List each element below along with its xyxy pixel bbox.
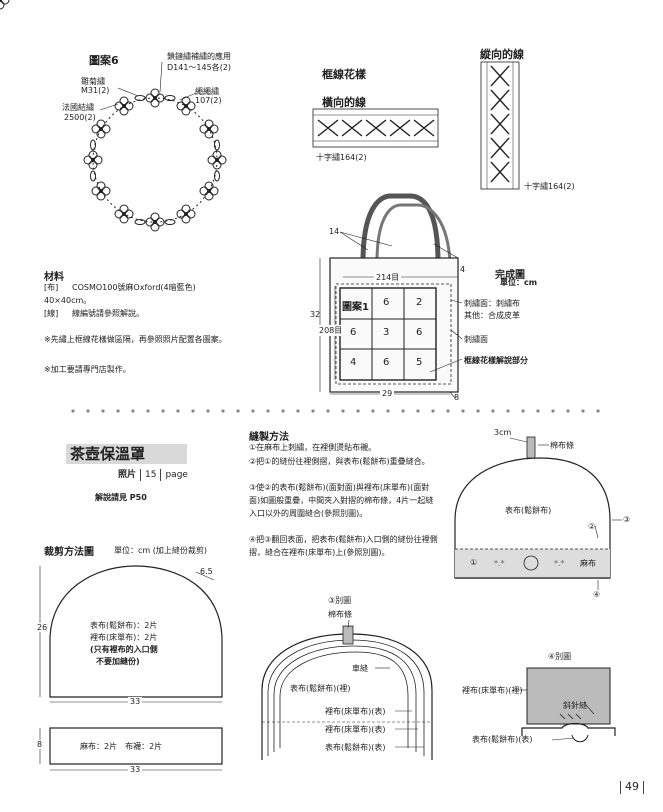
bag-grid-cell: 6: [350, 327, 357, 338]
dim-32: 32: [310, 310, 321, 319]
chain-stitch-label: 鎖鏈繡補繡的應用: [167, 52, 231, 61]
tote-bag-diagram: [319, 193, 463, 399]
daisy-stitch-sub: M31(2): [81, 86, 110, 95]
cutting-unit: 單位：cm (加上縫份裁剪): [114, 546, 207, 555]
cut-note-2: 不要加縫份): [96, 657, 140, 666]
bag-grid-cell: 6: [383, 297, 390, 308]
cozy-circle-1: ①: [470, 558, 478, 567]
cutting-title: 裁剪方法圖: [44, 547, 94, 558]
cozy-stars-right: *.*: [554, 559, 565, 568]
wreath-pattern-6: [0, 0, 227, 232]
pattern6-title: 圖案6: [89, 54, 119, 67]
label-frame-part: 框線花樣解說部分: [464, 356, 528, 365]
bag-grid-cell: 2: [416, 297, 423, 308]
fig3-outer-back: 表布(鬆餅布)(裡): [290, 684, 351, 693]
french-knot-label: 法國結繡: [62, 103, 94, 112]
note-1: ※先繡上框線花樣做區隔，再參照照片配置各圖案。: [44, 335, 227, 344]
cozy-tab-label: 棉布條: [550, 441, 574, 450]
label-face: 刺繡面: [464, 335, 488, 344]
cozy-linen-label: 麻布: [580, 559, 596, 568]
teapot-title: 茶壺保溫罩: [66, 444, 187, 464]
photo-num: 15: [145, 470, 157, 480]
bag-pattern1: 圖案1: [342, 302, 369, 313]
dim-handle-14: 14: [329, 227, 340, 236]
sewing-step-1: ①在麻布上刺繡，在裡側燙貼布襯。: [249, 443, 377, 452]
dim-6-5: 6.5: [200, 567, 213, 576]
cut-note-1: (只有裡布的入口側: [90, 645, 158, 654]
daisy-stitch-label: 雛菊繡: [81, 77, 105, 86]
finished-title: 完成圖: [495, 270, 525, 281]
rope-stitch-sub: 107(2): [195, 96, 222, 105]
dotted-separator: [71, 409, 600, 413]
horizontal-line-title: 橫向的線: [322, 96, 366, 109]
photo-label: 照片: [118, 470, 137, 480]
finished-unit: 單位：cm: [500, 278, 538, 287]
bag-grid-cell: 3: [383, 327, 390, 338]
cozy-stars-left: *.*: [494, 559, 505, 568]
cozy-circle-2: ②: [588, 522, 596, 531]
photo-ref: 照片 15 page: [118, 467, 188, 481]
dim-208: 208目: [319, 325, 343, 336]
thread-spec: 線編號請參照解說。: [72, 309, 144, 318]
french-knot-sub: 2500(2): [64, 113, 96, 122]
cut-lining: 裡布(床單布)：2片: [90, 633, 158, 642]
dim-3cm: 3cm: [494, 428, 512, 437]
horizontal-frame-border: [312, 108, 439, 148]
rope-stitch-label: 繩繩繡: [195, 87, 219, 96]
fig4-lining: 裡布(床單布)(裡): [462, 686, 523, 695]
dim-33-b: 33: [128, 765, 143, 774]
fabric-spec: COSMO100號麻Oxford(4暗藍色): [72, 283, 196, 292]
note-2: ※加工要請專門店製作。: [44, 365, 131, 374]
dim-214: 214目: [374, 272, 402, 283]
sewing-step-2: ②把①的縫份往裡側摺，與表布(鬆餅布)重疊縫合。: [249, 457, 430, 466]
thread-tag: [線]: [44, 309, 59, 318]
fig3-lining-2: 裡布(床單布)(表): [325, 725, 386, 734]
fig3-seam: 車縫: [352, 664, 368, 673]
dim-29: 29: [380, 389, 395, 398]
cross-stitch-h: 十字繡164(2): [316, 153, 367, 162]
fabric-size: 40×40cm。: [44, 296, 92, 305]
fig3-lining-1: 裡布(床單布)(表): [325, 707, 386, 716]
finished-tea-cozy: [454, 436, 622, 590]
sewing-step-3: ③使②的表布(鬆餅布)(面對面)與裡布(床單布)(面對面)如圖般重疊，中間夾入對…: [249, 483, 434, 518]
figure-3-layered-pieces: [261, 619, 433, 760]
cross-stitch-v: 十字繡164(2): [524, 182, 575, 191]
page-number-value: 49: [625, 780, 639, 793]
chain-stitch-sub: D141～145各(2): [167, 63, 232, 72]
vertical-line-title: 縱向的線: [480, 48, 524, 61]
cozy-outer-label: 表布(鬆餅布): [505, 506, 552, 515]
bag-grid-cell: 5: [416, 357, 423, 368]
bag-grid-cell: 6: [416, 327, 423, 338]
frame-pattern-title: 框線花樣: [322, 68, 366, 81]
cozy-circle-4: ④: [593, 590, 601, 599]
linen-count: 麻布：2片 布襪：2片: [80, 742, 163, 751]
cozy-circle-3: ③: [623, 515, 631, 524]
fig3-tab: 棉布條: [328, 610, 352, 619]
sewing-title: 縫製方法: [249, 432, 289, 443]
dim-26: 26: [37, 623, 48, 632]
materials-title: 材料: [44, 272, 64, 283]
dim-8-strip: 8: [37, 740, 43, 749]
dim-4: 4: [460, 265, 466, 274]
page-number: 49: [616, 780, 648, 794]
fig3-title: ③別圖: [328, 596, 352, 605]
fig4-outer: 表布(鬆餅布)(表): [472, 735, 533, 744]
label-embroidery-face: 刺繡面：刺繡布: [464, 299, 520, 308]
fig3-outer-front: 表布(鬆餅布)(表): [325, 743, 386, 752]
fig4-title: ④別圖: [548, 652, 572, 661]
dim-33-a: 33: [128, 697, 143, 706]
figure-4-slip-stitch: [514, 667, 616, 743]
explain-ref: 解說請見 P50: [95, 493, 147, 502]
fig4-slip-stitch: 斜針縫: [563, 701, 587, 710]
dim-8: 8: [454, 393, 460, 402]
cut-outer: 表布(鬆餅布)：2片: [90, 621, 158, 630]
label-other: 其他：合成皮革: [464, 311, 520, 320]
vertical-frame-border: [480, 61, 520, 190]
sewing-step-4: ④把③翻回表面，把表布(鬆餅布)入口側的縫份往裡側摺，縫合在裡布(床單布)上(參…: [249, 535, 438, 557]
page-label: page: [165, 470, 188, 480]
bag-grid-cell: 4: [350, 357, 357, 368]
bag-grid-cell: 6: [383, 357, 390, 368]
fabric-tag: [布]: [44, 283, 59, 292]
